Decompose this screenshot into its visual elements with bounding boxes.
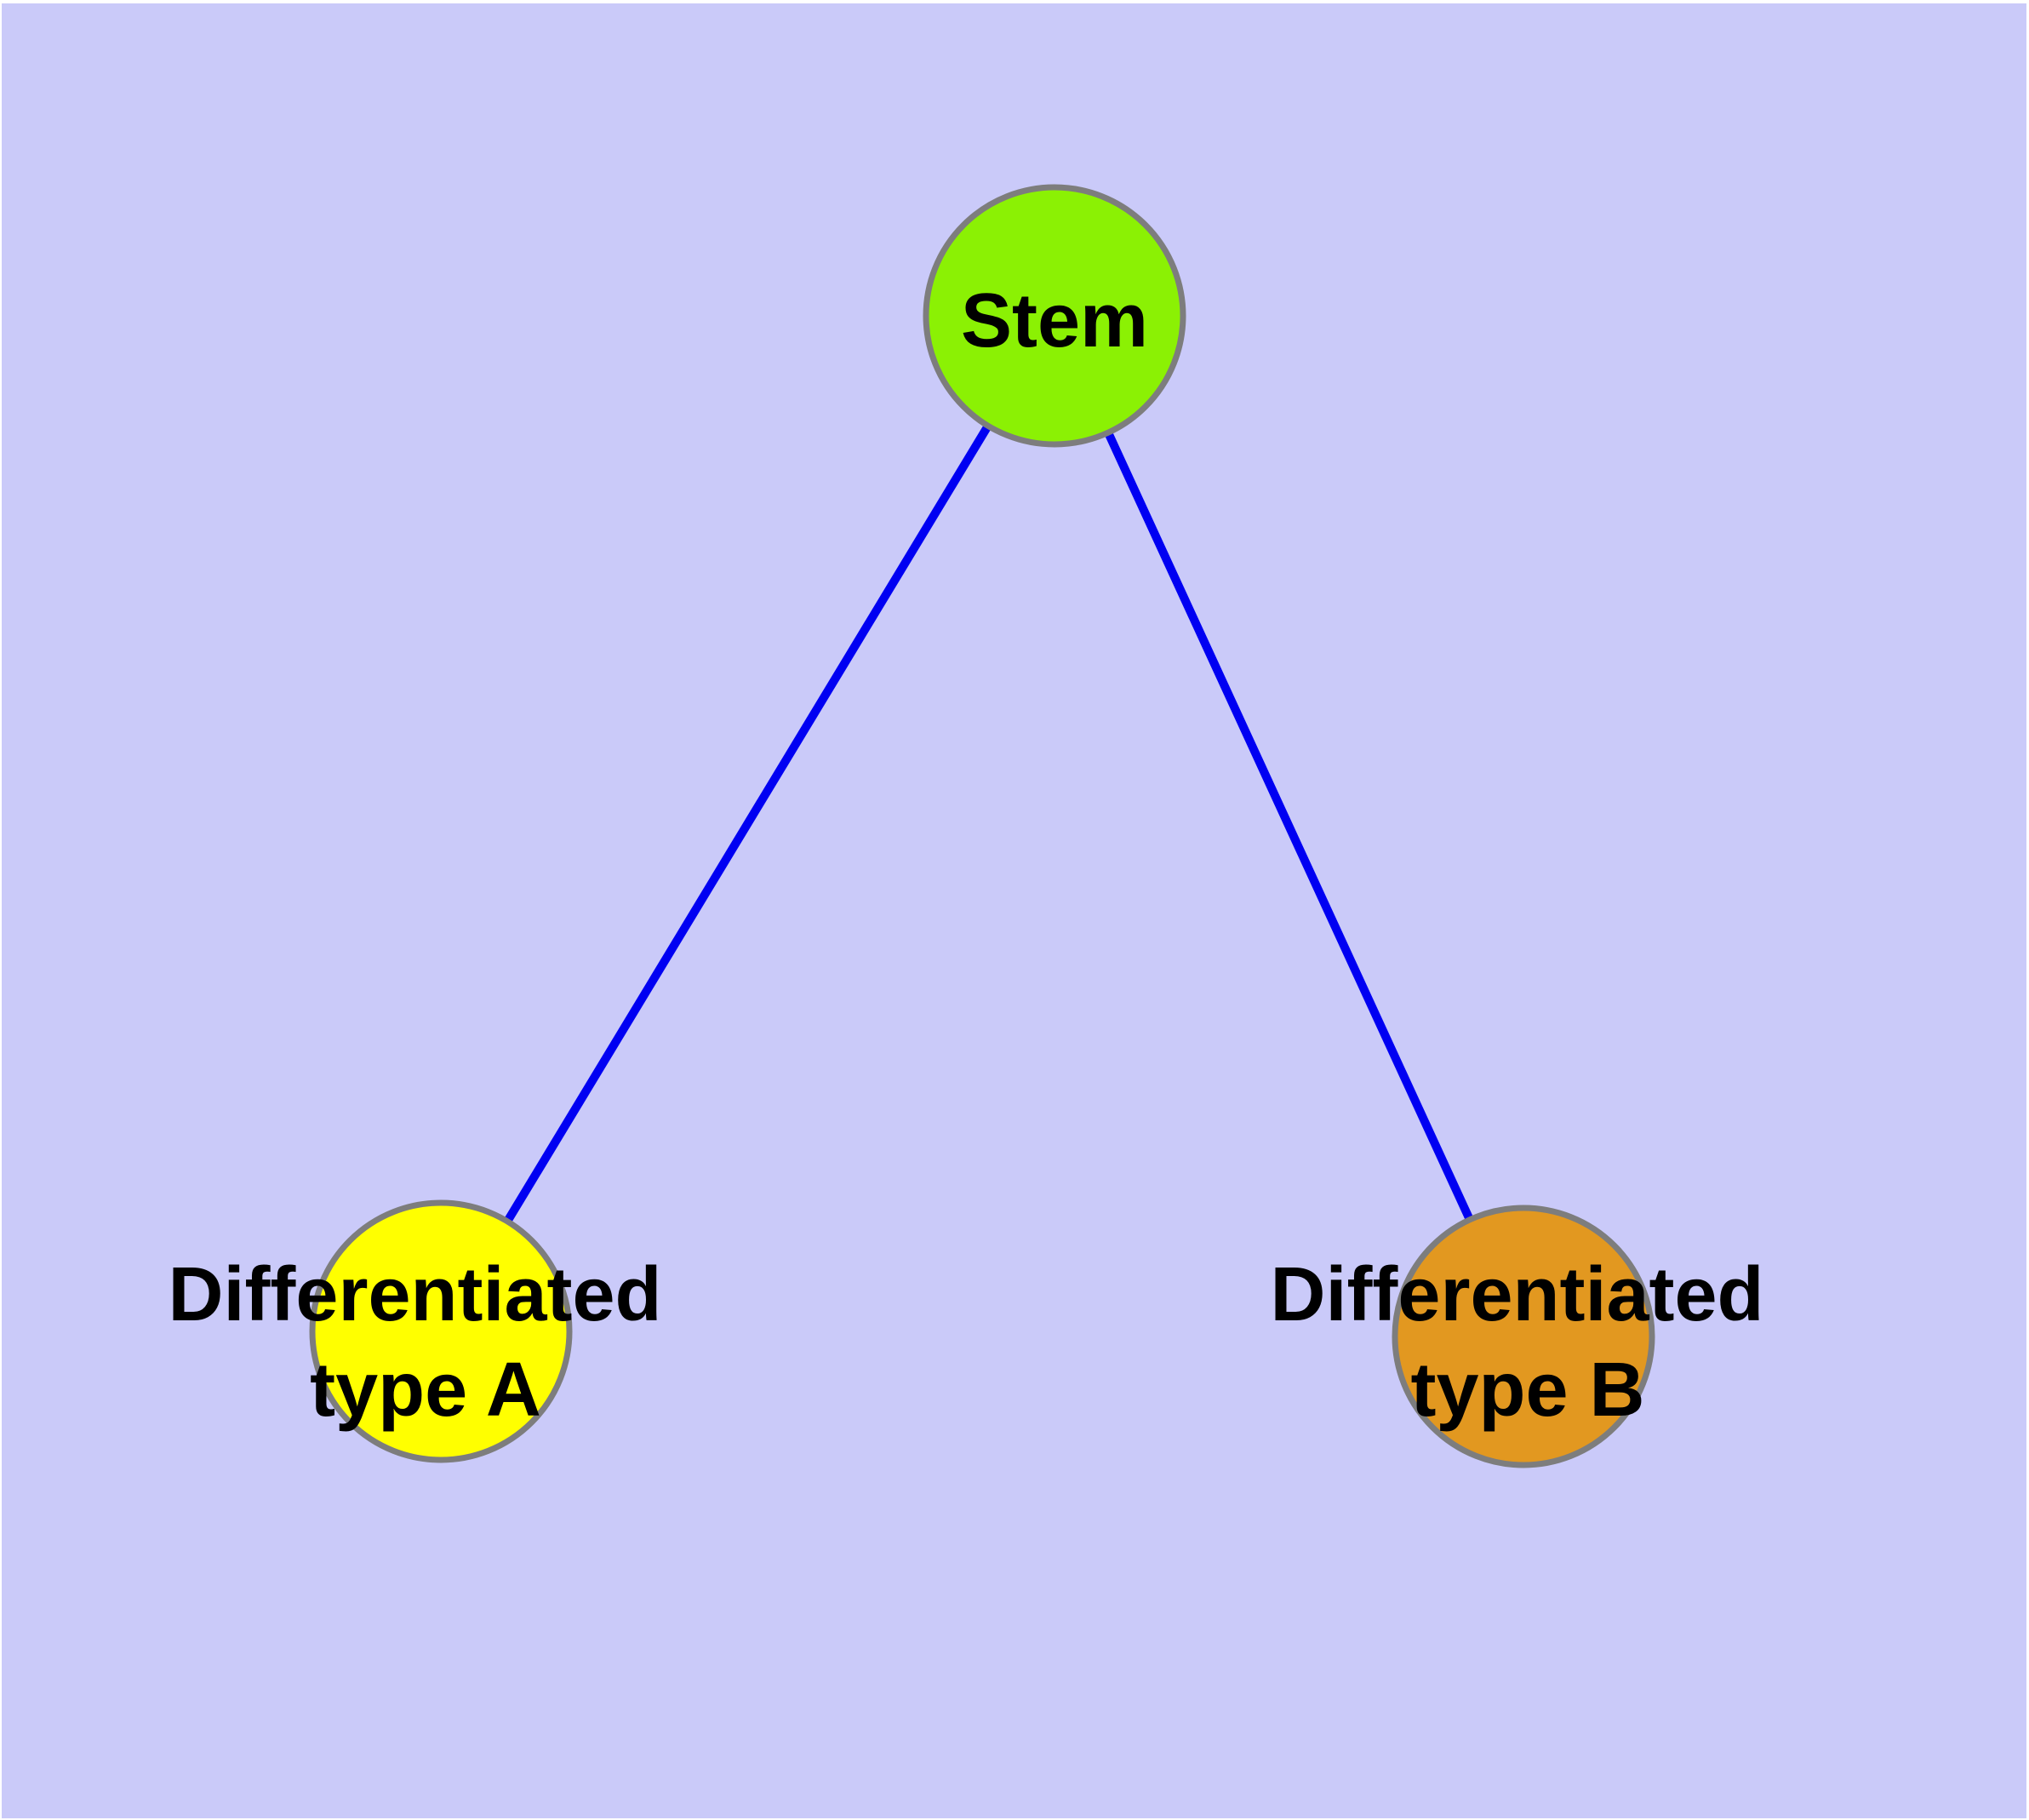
node-type-a-label: Differentiated type A <box>168 1252 683 1433</box>
node-type-a-label-line2: type A <box>310 1348 541 1433</box>
node-type-a-label-line1: Differentiated <box>168 1252 661 1337</box>
node-type-b-label-line1: Differentiated <box>1270 1252 1763 1337</box>
node-stem-circle <box>923 184 1186 448</box>
node-type-b-circle <box>1392 1205 1655 1468</box>
node-stem-label: Stem <box>961 278 1148 363</box>
edge-stem-to-type-a <box>437 313 1059 1334</box>
node-type-b-label: Differentiated type B <box>1270 1252 1785 1433</box>
edge-stem-to-type-b <box>1050 313 1528 1339</box>
node-type-a-circle <box>309 1199 573 1463</box>
node-type-b-label-line2: type B <box>1410 1348 1644 1433</box>
